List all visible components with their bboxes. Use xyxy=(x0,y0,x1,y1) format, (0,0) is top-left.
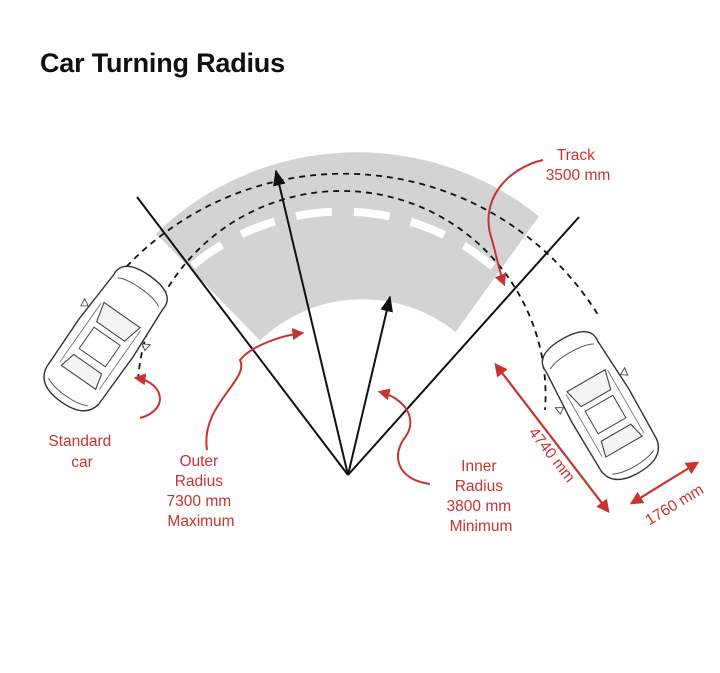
car-length-label: 4740 mm xyxy=(525,425,578,486)
inner-radius-arrow xyxy=(347,295,393,476)
standard-car-right xyxy=(526,318,675,494)
outer-turning-arc xyxy=(111,172,601,319)
outer-radius-label: Outer Radius 7300 mm Maximum xyxy=(167,453,236,530)
road-surface xyxy=(156,152,539,341)
right-boundary-line xyxy=(347,216,580,476)
car-width-label: 1760 mm xyxy=(643,481,707,529)
car-width-dimension-line xyxy=(629,461,700,505)
outer-radius-pointer xyxy=(205,328,305,451)
inner-radius-pointer xyxy=(377,388,431,485)
car-length-dimension-line xyxy=(494,362,610,514)
left-boundary-line xyxy=(136,196,349,476)
page-title: Car Turning Radius xyxy=(40,48,285,78)
standard-car-pointer xyxy=(133,373,161,419)
track-pointer xyxy=(487,159,544,287)
standard-car-label: Standard car xyxy=(48,433,115,471)
track-label: Track 3500 mm xyxy=(546,147,611,184)
inner-radius-label: Inner Radius 3800 mm Minimum xyxy=(447,458,516,535)
inner-turning-arc xyxy=(137,190,547,411)
outer-radius-arrow xyxy=(273,169,349,476)
